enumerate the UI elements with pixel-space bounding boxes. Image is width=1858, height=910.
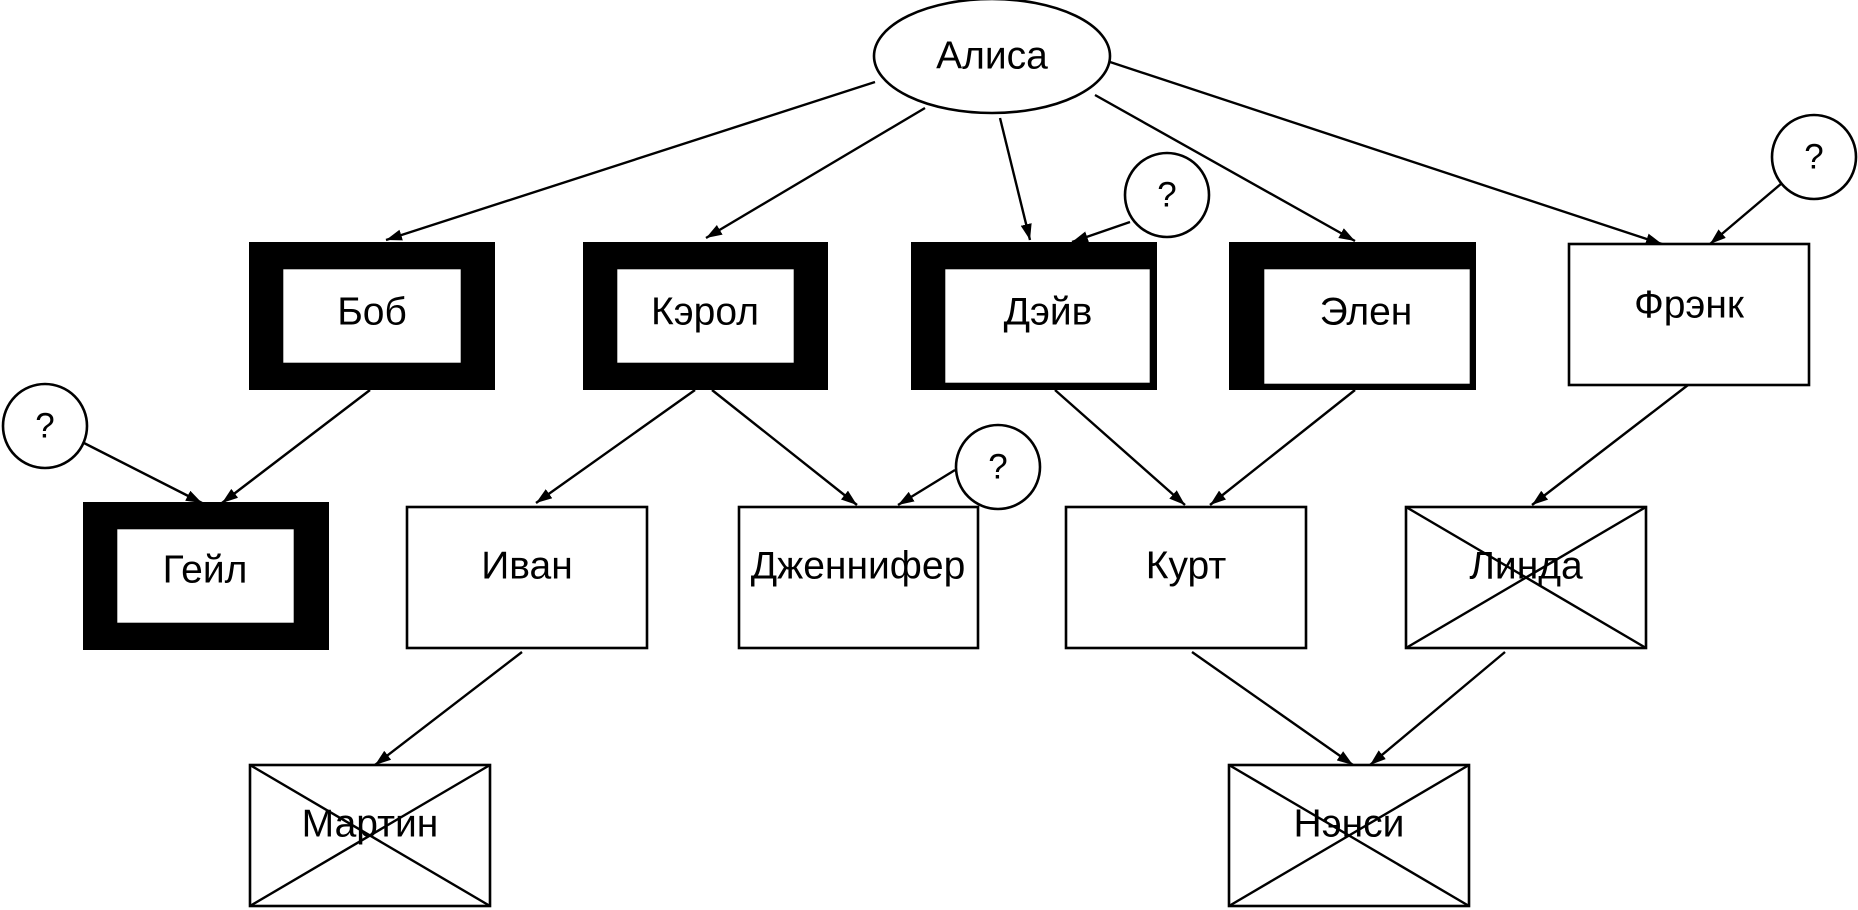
edge-alisa-dave [998,117,1032,241]
question-frank-label: ? [1804,138,1823,177]
node-ellen-label: Элен [1320,291,1413,334]
edge-alisa-carol [705,106,926,240]
question-gail: ? [1,382,89,470]
node-nancy: Нэнси [1227,763,1471,908]
node-bob: Боб [249,242,495,390]
question-frank: ? [1770,113,1858,201]
node-martin-label: Мартин [302,803,439,846]
question-dave: ? [1123,151,1211,239]
edge-alisa-ellen [1094,93,1356,243]
node-alisa-label: Алиса [936,35,1048,78]
node-ivan: Иван [405,505,649,650]
edge-carol-jennifer [711,389,858,506]
edge-linda-nancy [1369,651,1506,766]
node-frank: Фрэнк [1567,242,1811,387]
node-martin-cross-b [249,763,491,908]
edge-alisa-frank [1109,60,1663,246]
node-martin: Мартин [248,763,492,908]
node-gail: Гейл [83,502,329,650]
node-kurt-label: Курт [1146,545,1227,588]
node-ivan-label: Иван [481,545,573,588]
node-dave: Дэйв [911,242,1157,390]
node-dave-label: Дэйв [1004,291,1093,334]
edge-q-frank [1709,182,1783,245]
node-nancy-cross-b [1228,763,1470,908]
edges [81,60,1783,766]
edge-frank-linda [1531,384,1689,506]
node-linda-cross-b [1405,505,1647,650]
node-linda: Линда [1404,505,1648,650]
edge-q-dave [1071,220,1131,244]
node-kurt: Курт [1064,505,1308,650]
node-alisa: Алиса [872,0,1112,115]
edge-q-jennifer [897,468,956,507]
node-ellen: Элен [1229,242,1476,390]
node-gail-label: Гейл [163,549,248,592]
edge-ivan-martin [374,651,523,766]
question-dave-label: ? [1157,176,1176,215]
question-gail-label: ? [35,407,54,446]
node-carol-label: Кэрол [651,291,759,334]
edge-q-gail [81,440,203,505]
node-linda-label: Линда [1469,545,1583,588]
edge-kurt-nancy [1191,651,1354,766]
node-carol: Кэрол [583,242,828,390]
node-bob-label: Боб [337,291,407,334]
node-jennifer: Дженнифер [737,505,980,650]
edge-ellen-kurt [1209,389,1356,506]
node-jennifer-label: Дженнифер [751,545,966,588]
edge-carol-ivan [535,389,696,504]
question-jennifer: ? [954,423,1042,511]
node-frank-label: Фрэнк [1634,284,1745,327]
edge-alisa-bob [385,80,876,242]
node-nancy-label: Нэнси [1294,803,1405,846]
edge-dave-kurt [1054,389,1186,506]
edge-bob-gail [221,389,371,504]
question-jennifer-label: ? [988,448,1007,487]
